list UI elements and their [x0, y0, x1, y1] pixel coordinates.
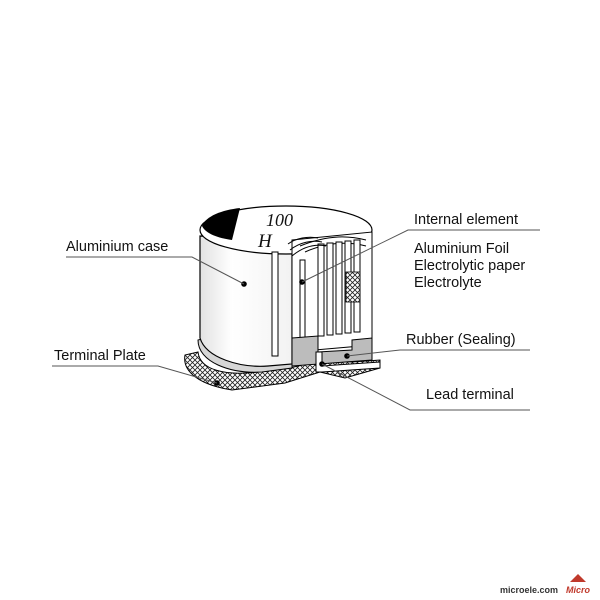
label-aluminium-foil: Aluminium Foil	[414, 241, 509, 257]
watermark-site: microele.com	[500, 585, 558, 595]
case-marking-value: 100	[266, 210, 293, 230]
leader-lines	[52, 229, 540, 411]
label-electrolytic-paper: Electrolytic paper	[414, 258, 525, 274]
foil-strip	[299, 259, 306, 351]
winding-arcs	[287, 236, 327, 257]
watermark: microele.com Micro	[500, 574, 591, 595]
aluminium-strip	[271, 251, 279, 357]
label-rubber-sealing: Rubber (Sealing)	[406, 332, 516, 348]
lead-terminal	[315, 351, 381, 373]
electrolyte-block	[345, 271, 361, 303]
watermark-brand: Micro	[566, 585, 591, 595]
label-lead-terminal: Lead terminal	[426, 387, 514, 403]
polarity-stripe	[202, 208, 240, 240]
case-marking-code: H	[257, 231, 273, 252]
label-aluminium-case: Aluminium case	[66, 239, 168, 255]
aluminium-case-body	[199, 235, 293, 367]
watermark-logo-icon	[570, 574, 586, 582]
label-internal-element: Internal element	[414, 212, 518, 228]
label-terminal-plate: Terminal Plate	[54, 348, 146, 364]
label-electrolyte: Electrolyte	[414, 275, 482, 291]
